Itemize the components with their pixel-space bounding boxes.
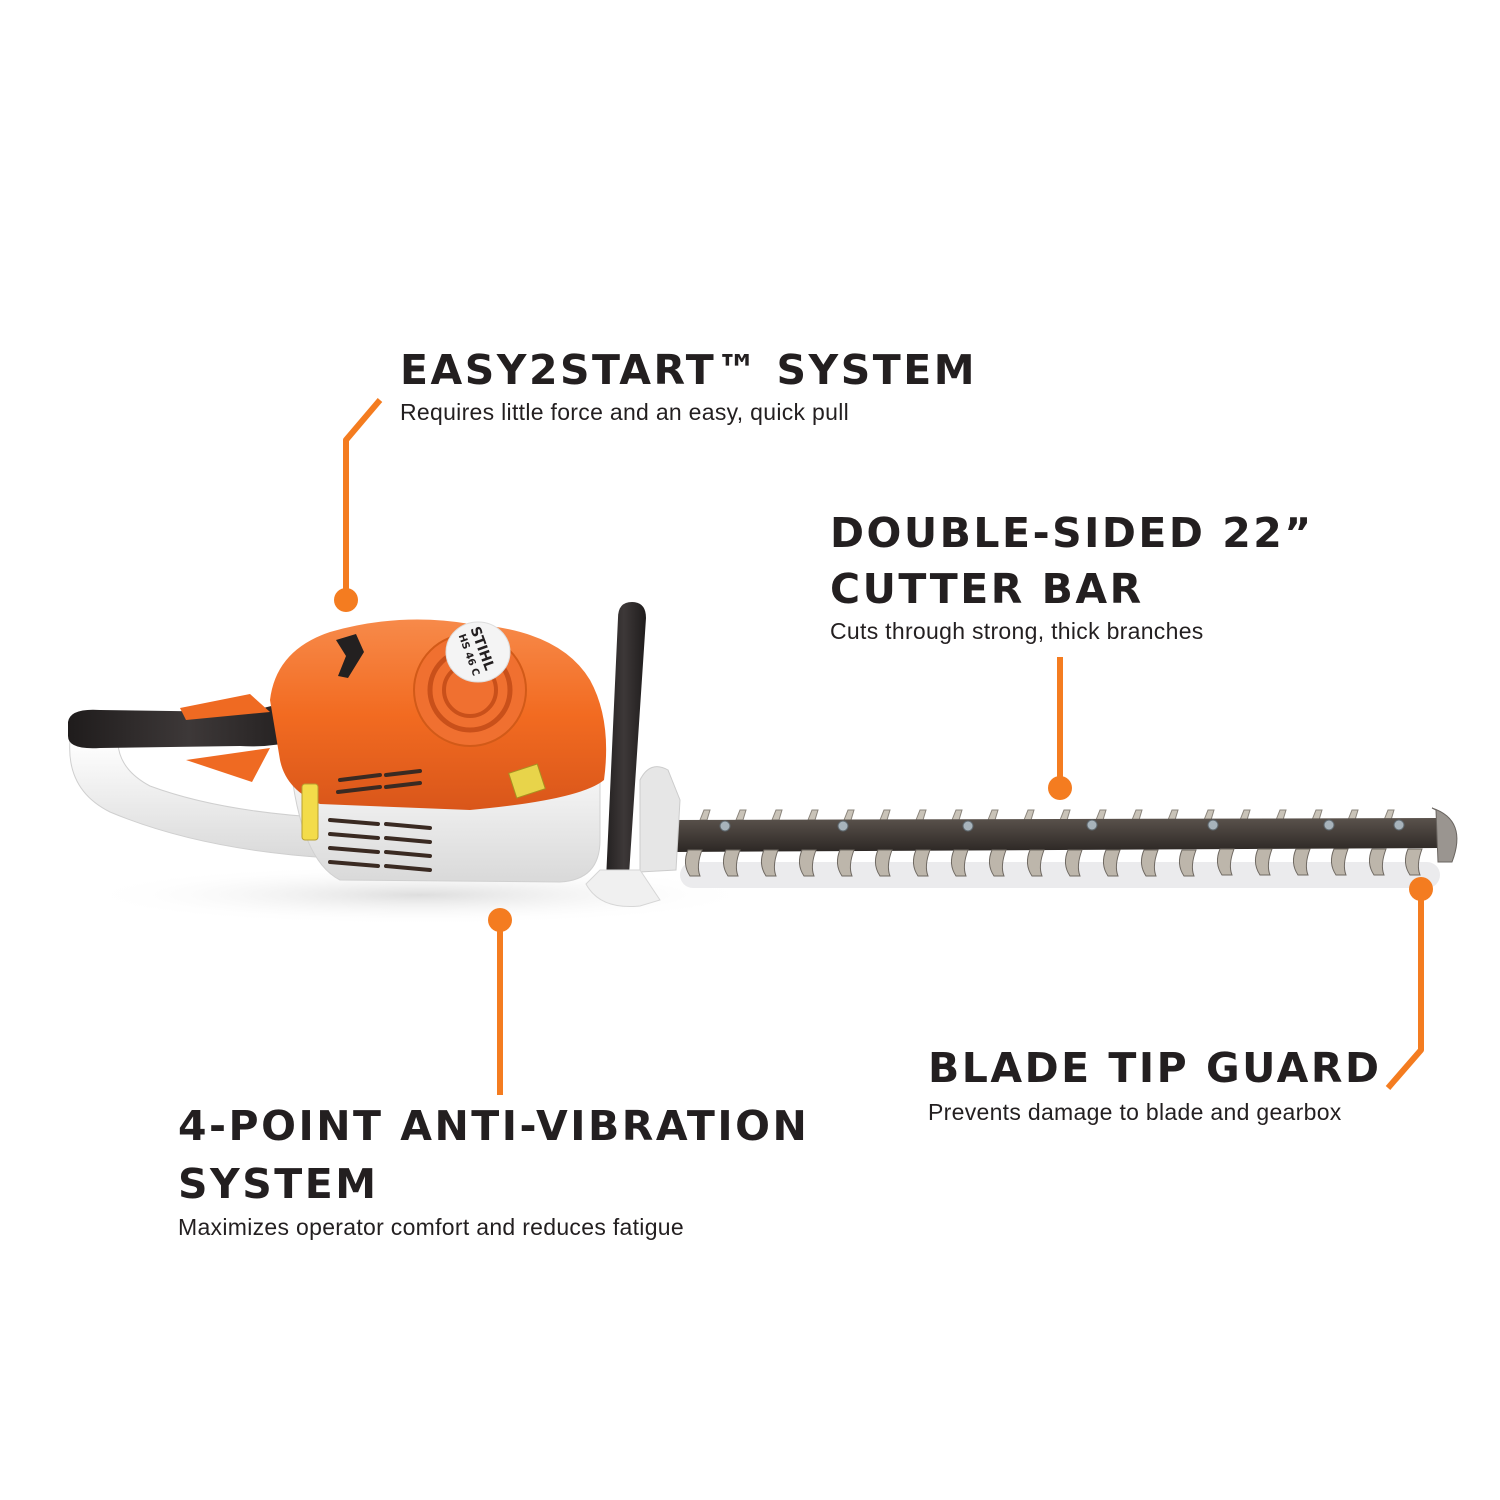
front-handle <box>585 602 681 908</box>
dot-cutter-bar <box>1048 776 1072 800</box>
callout-title: EASY2START™ SYSTEM <box>400 346 978 394</box>
dot-anti-vibration <box>488 908 512 932</box>
lockout-lever <box>186 748 270 782</box>
blade-teeth-bottom <box>684 848 1423 877</box>
callout-description: Requires little force and an easy, quick… <box>400 399 850 425</box>
leader-easy2start <box>343 398 383 598</box>
leader-dots <box>334 588 1433 932</box>
callout-title: BLADE TIP GUARD <box>928 1044 1382 1092</box>
callout-description: Prevents damage to blade and gearbox <box>928 1099 1342 1125</box>
callout-easy2start: EASY2START™ SYSTEM Requires little force… <box>400 342 977 426</box>
dot-blade-tip <box>1409 877 1433 901</box>
callout-title-line2: CUTTER BAR <box>830 565 1144 613</box>
callout-title: DOUBLE-SIDED 22” CUTTER BAR <box>830 505 1314 617</box>
blade-bar <box>672 818 1440 852</box>
leader-lines <box>343 398 1424 1095</box>
blade-tip-guard-graphic <box>1431 807 1458 863</box>
dot-easy2start <box>334 588 358 612</box>
callout-description: Maximizes operator comfort and reduces f… <box>178 1214 684 1240</box>
callout-title-line1: DOUBLE-SIDED 22” <box>830 509 1314 557</box>
callout-anti-vibration: 4-POINT ANTI-VIBRATION SYSTEM Maximizes … <box>178 1097 809 1241</box>
cutter-bar-graphic <box>672 807 1458 877</box>
callout-title-line2: SYSTEM <box>178 1160 379 1208</box>
callout-title-line1: 4-POINT ANTI-VIBRATION <box>178 1102 810 1150</box>
side-sticker <box>301 783 319 841</box>
ground-shadow <box>80 862 1440 925</box>
choke-lever <box>336 634 364 678</box>
throttle-trigger <box>180 694 270 720</box>
warning-label <box>508 763 546 799</box>
callout-title: 4-POINT ANTI-VIBRATION SYSTEM <box>178 1097 809 1213</box>
air-vents <box>328 769 432 872</box>
starter-cover: STIHL HS 46 C <box>413 621 527 747</box>
stihl-badge <box>445 621 511 683</box>
callout-blade-tip-guard: BLADE TIP GUARD Prevents damage to blade… <box>928 1040 1382 1126</box>
blade-bolts <box>719 819 1405 832</box>
engine-housing: STIHL HS 46 C <box>270 619 607 883</box>
callout-description: Cuts through strong, thick branches <box>830 618 1204 644</box>
leader-blade-tip <box>1385 890 1424 1090</box>
callout-cutter-bar: DOUBLE-SIDED 22” CUTTER BAR Cuts through… <box>830 505 1314 645</box>
